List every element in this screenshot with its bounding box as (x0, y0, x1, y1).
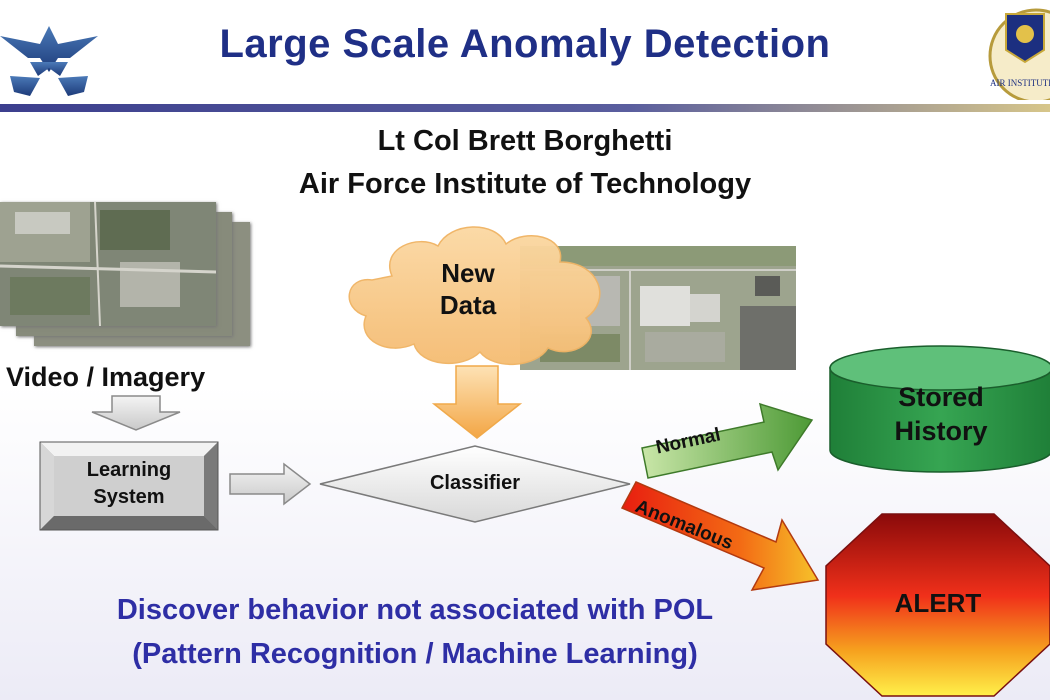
down-arrow-to-learning (91, 395, 181, 431)
imagery-frame-front (0, 202, 216, 326)
footer-line1: Discover behavior not associated with PO… (116, 594, 714, 626)
author-name: Lt Col Brett Borghetti (377, 125, 673, 157)
header-divider (0, 104, 1050, 112)
seal-text: AIR INSTITUTE OF (990, 78, 1050, 88)
stored-history-label-line2: History (894, 416, 988, 446)
afit-seal-icon: AIR INSTITUTE OF (988, 8, 1050, 100)
learning-system-label-line1: Learning (86, 459, 172, 481)
learning-system-label-line2: System (93, 486, 165, 508)
video-imagery-label: Video / Imagery (6, 362, 206, 392)
new-data-label-line1: New (441, 258, 495, 288)
classifier-diamond (319, 445, 631, 523)
alert-label: ALERT (894, 588, 982, 618)
normal-arrow (641, 402, 814, 479)
stored-history-label-line1: Stored (898, 382, 984, 412)
right-arrow-to-classifier (229, 462, 312, 506)
anomalous-arrow (620, 481, 820, 591)
learning-system-box (39, 441, 219, 531)
footer-line2: (Pattern Recognition / Machine Learning) (132, 638, 698, 670)
author-affiliation: Air Force Institute of Technology (298, 168, 752, 200)
air-force-logo-icon (0, 26, 98, 96)
classifier-label: Classifier (429, 472, 521, 494)
alert-stop-sign (825, 513, 1050, 697)
slide-header: Large Scale Anomaly Detection AIR INSTIT… (0, 0, 1050, 104)
down-arrow-to-classifier (431, 365, 523, 439)
new-data-cloud (348, 226, 601, 365)
stored-history-cylinder (829, 345, 1050, 473)
new-data-label-line2: Data (439, 290, 497, 320)
slide-title: Large Scale Anomaly Detection (219, 22, 831, 66)
